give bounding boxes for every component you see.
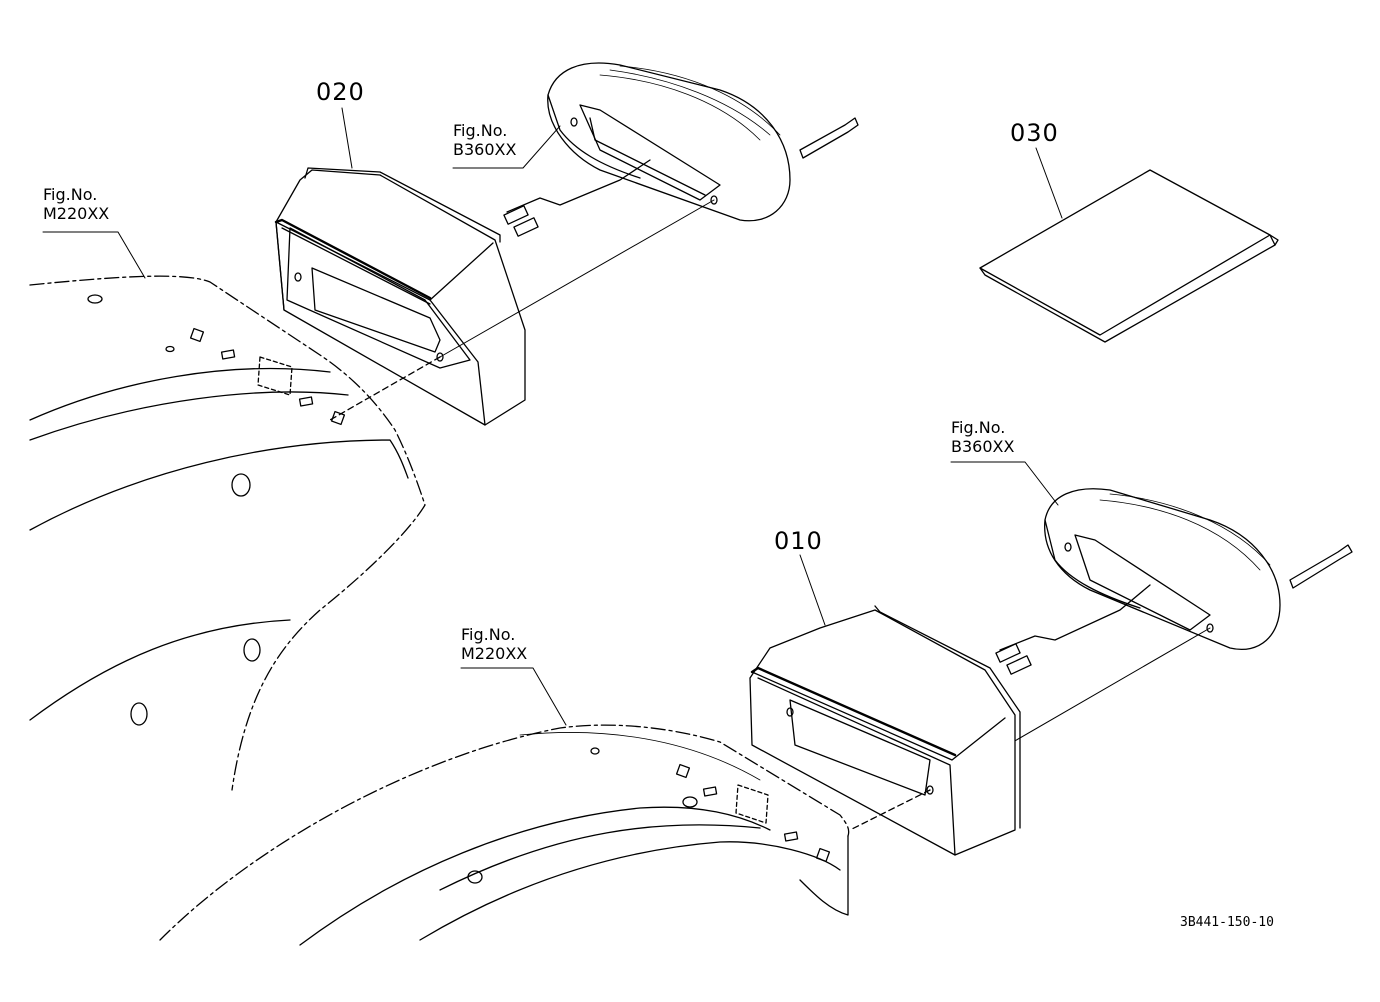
part-number-020: 020 — [316, 78, 365, 106]
upper-lamp-unit — [439, 62, 859, 358]
leader-lines — [42, 107, 1063, 726]
part-number-030: 030 — [1010, 119, 1059, 147]
fig-ref-label: Fig.No. — [43, 185, 98, 204]
part-number-010: 010 — [774, 527, 823, 555]
fig-ref-number: B360XX — [951, 437, 1015, 456]
fig-ref-label: Fig.No. — [461, 625, 516, 644]
fig-ref-upper-fender[interactable]: Fig.No. M220XX — [43, 185, 109, 223]
lamp-housing-010 — [749, 605, 1021, 856]
fig-ref-number: B360XX — [453, 140, 517, 159]
fig-ref-upper-lamp[interactable]: Fig.No. B360XX — [453, 121, 516, 159]
fig-ref-number: M220XX — [461, 644, 528, 663]
manual-sheet-030 — [979, 169, 1279, 343]
upper-fender — [29, 275, 426, 791]
lower-fender — [159, 724, 850, 946]
fig-ref-lower-lamp[interactable]: Fig.No. B360XX — [951, 418, 1014, 456]
lower-lamp-unit — [929, 488, 1353, 791]
fig-ref-number: M220XX — [43, 204, 110, 223]
fig-ref-label: Fig.No. — [453, 121, 508, 140]
lamp-housing-020 — [274, 167, 526, 426]
drawing-code: 3B441-150-10 — [1180, 915, 1274, 930]
fig-ref-label: Fig.No. — [951, 418, 1006, 437]
fig-ref-lower-fender[interactable]: Fig.No. M220XX — [461, 625, 527, 663]
